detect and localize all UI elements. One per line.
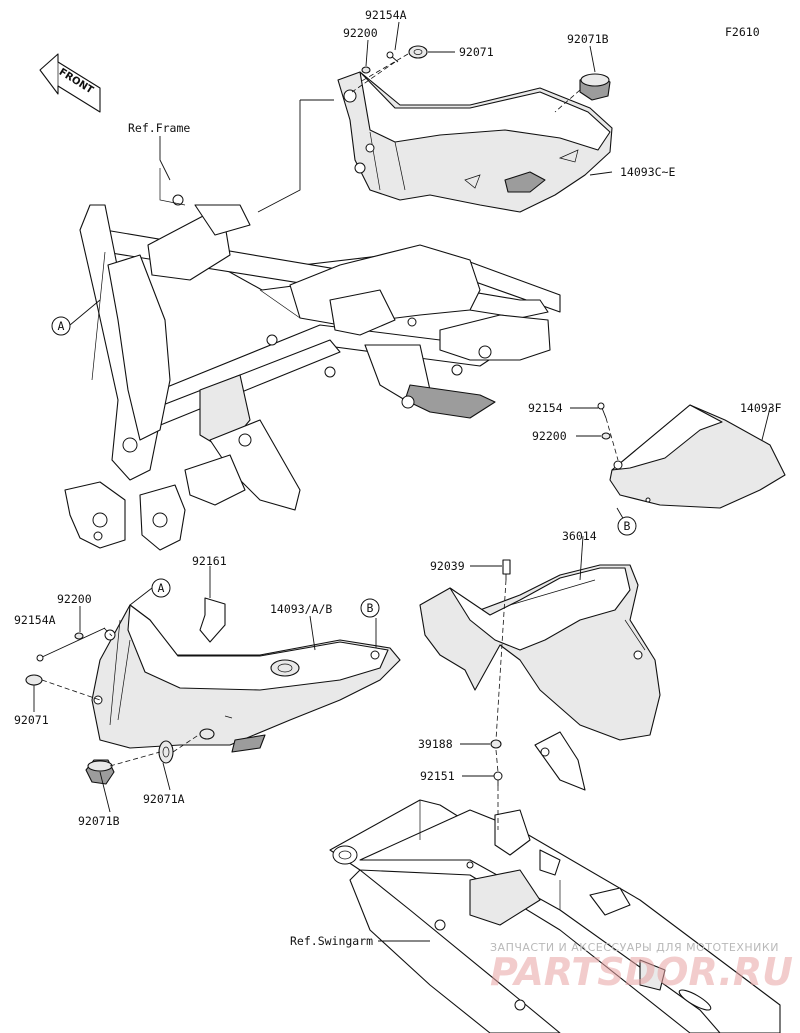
- label-39188: 39188: [418, 737, 453, 751]
- bracket-92161: [199, 597, 226, 643]
- grommet-92071b-top: [579, 73, 611, 101]
- label-36014: 36014: [562, 529, 597, 543]
- washer-92200-mid: [601, 432, 611, 440]
- label-92071b-left: 92071B: [78, 814, 120, 828]
- bolt-92154a-top: [386, 51, 399, 63]
- grommet-92071-left: [25, 674, 43, 686]
- side-cover-upper-14093c-e: [337, 71, 613, 213]
- grommet-92071-top: [408, 45, 428, 59]
- label-92200-mid: 92200: [532, 429, 567, 443]
- callout-b-upper: B: [617, 516, 637, 536]
- svg-text:B: B: [367, 601, 374, 615]
- svg-text:B: B: [624, 519, 631, 533]
- collar-39188: [490, 739, 502, 749]
- ref-frame-label: Ref.Frame: [128, 121, 190, 135]
- label-92154a-top: 92154A: [365, 8, 407, 22]
- side-cover-14093-a-b: [91, 604, 401, 753]
- washer-92200-top: [361, 66, 371, 74]
- label-92071a: 92071A: [143, 792, 185, 806]
- callout-a-upper: A: [51, 316, 71, 336]
- label-14093-a-b: 14093/A/B: [270, 602, 332, 616]
- assembly-lines: [41, 53, 619, 830]
- bolt-92039: [502, 559, 511, 580]
- watermark-logo: PARTSDOR.RU: [490, 950, 793, 994]
- label-92071-left: 92071: [14, 713, 49, 727]
- svg-text:A: A: [158, 581, 165, 595]
- washer-92200-left: [74, 632, 84, 640]
- label-92154a-left: 92154A: [14, 613, 56, 627]
- ref-swingarm-label: Ref.Swingarm: [290, 934, 373, 948]
- label-92154-mid: 92154: [528, 401, 563, 415]
- label-92200-top: 92200: [343, 26, 378, 40]
- label-92071-top: 92071: [459, 45, 494, 59]
- watermark-tagline: ЗАПЧАСТИ И АКСЕССУАРЫ ДЛЯ МОТОТЕХНИКИ: [490, 941, 779, 954]
- figure-id: F2610: [725, 25, 760, 39]
- label-14093c-e: 14093C~E: [620, 165, 675, 179]
- svg-text:A: A: [58, 319, 65, 333]
- grommet-92071a: [158, 740, 174, 764]
- bolt-92154a-left: [36, 627, 106, 662]
- bolt-92154-mid: [597, 402, 607, 419]
- callout-a-lower: A: [151, 578, 171, 598]
- main-frame-drawing: [64, 168, 561, 551]
- label-92200-left: 92200: [57, 592, 92, 606]
- rear-fender-36014: [419, 564, 661, 791]
- callout-b-lower: B: [360, 598, 380, 618]
- bolt-92151: [493, 771, 503, 786]
- label-92039: 92039: [430, 559, 465, 573]
- swingarm-drawing: [329, 799, 781, 1033]
- label-92161: 92161: [192, 554, 227, 568]
- label-14093f: 14093F: [740, 401, 782, 415]
- label-92151: 92151: [420, 769, 455, 783]
- label-92071b-top: 92071B: [567, 32, 609, 46]
- front-arrow-icon: FRONT: [39, 53, 101, 113]
- side-cover-14093f: [609, 404, 786, 509]
- grommet-inner: [199, 728, 215, 740]
